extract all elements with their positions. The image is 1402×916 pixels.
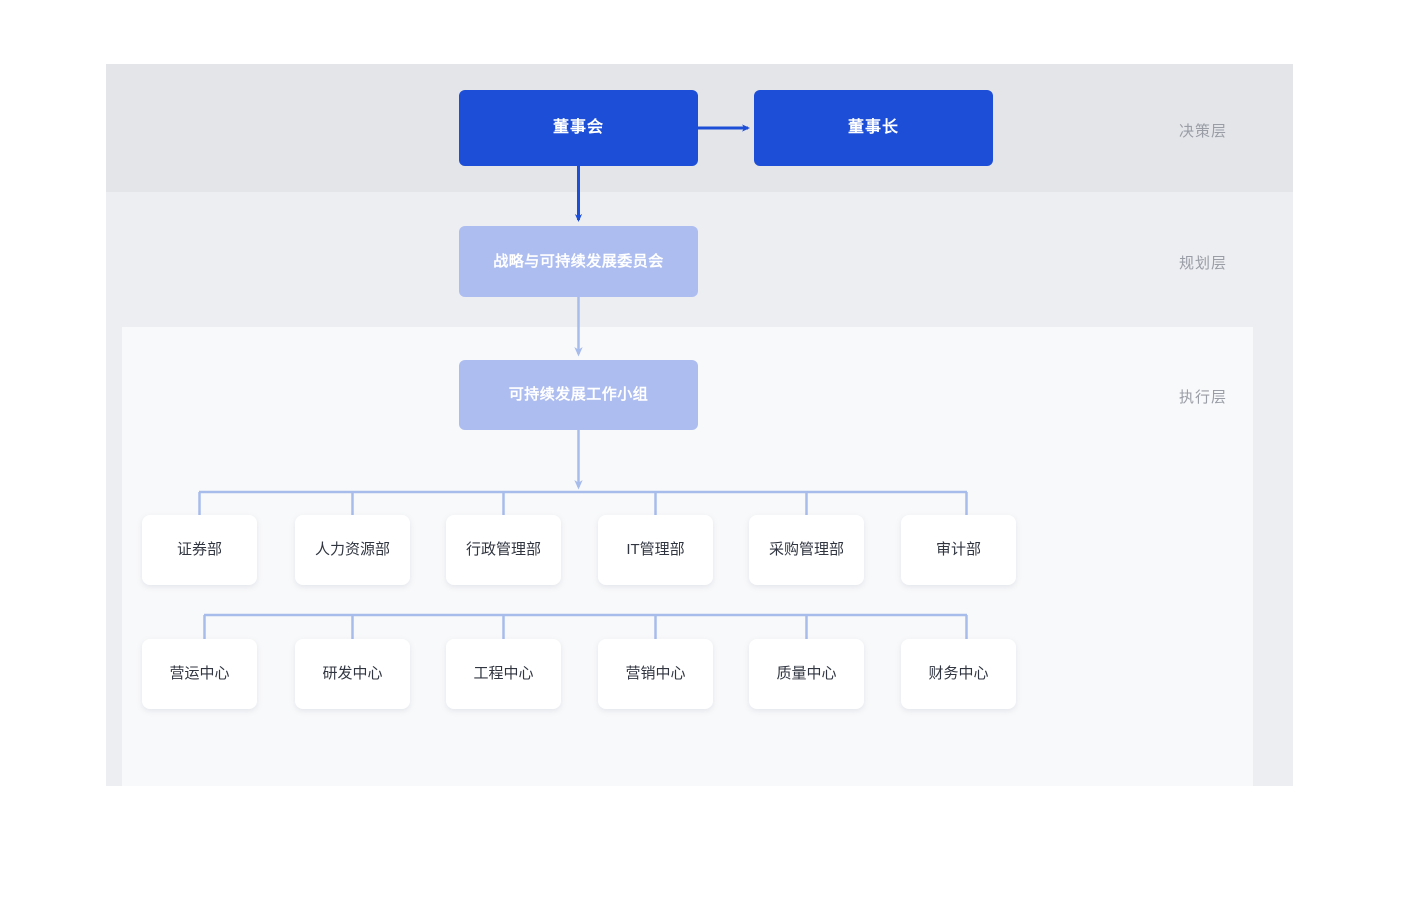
node-center-rnd[interactable]: 研发中心 bbox=[295, 639, 410, 709]
node-department-procurement[interactable]: 采购管理部 bbox=[749, 515, 864, 585]
node-chairman[interactable]: 董事长 bbox=[754, 90, 993, 166]
layer-label-decision: 决策层 bbox=[1178, 123, 1227, 140]
node-center-operations[interactable]: 营运中心 bbox=[142, 639, 257, 709]
layer-band-decision bbox=[106, 64, 1293, 192]
layer-label-execution: 执行层 bbox=[1178, 389, 1227, 406]
node-center-quality[interactable]: 质量中心 bbox=[749, 639, 864, 709]
node-strategy-sustainability-committee[interactable]: 战略与可持续发展委员会 bbox=[459, 226, 698, 297]
node-department-human-resources[interactable]: 人力资源部 bbox=[295, 515, 410, 585]
layer-band-planning bbox=[106, 192, 1293, 327]
node-department-it-management[interactable]: IT管理部 bbox=[598, 515, 713, 585]
layer-label-planning: 规划层 bbox=[1178, 255, 1227, 272]
node-center-marketing[interactable]: 营销中心 bbox=[598, 639, 713, 709]
node-board-of-directors[interactable]: 董事会 bbox=[459, 90, 698, 166]
node-department-securities[interactable]: 证券部 bbox=[142, 515, 257, 585]
node-center-engineering[interactable]: 工程中心 bbox=[446, 639, 561, 709]
node-center-finance[interactable]: 财务中心 bbox=[901, 639, 1016, 709]
node-sustainability-workgroup[interactable]: 可持续发展工作小组 bbox=[459, 360, 698, 430]
node-department-audit[interactable]: 审计部 bbox=[901, 515, 1016, 585]
node-department-administration[interactable]: 行政管理部 bbox=[446, 515, 561, 585]
